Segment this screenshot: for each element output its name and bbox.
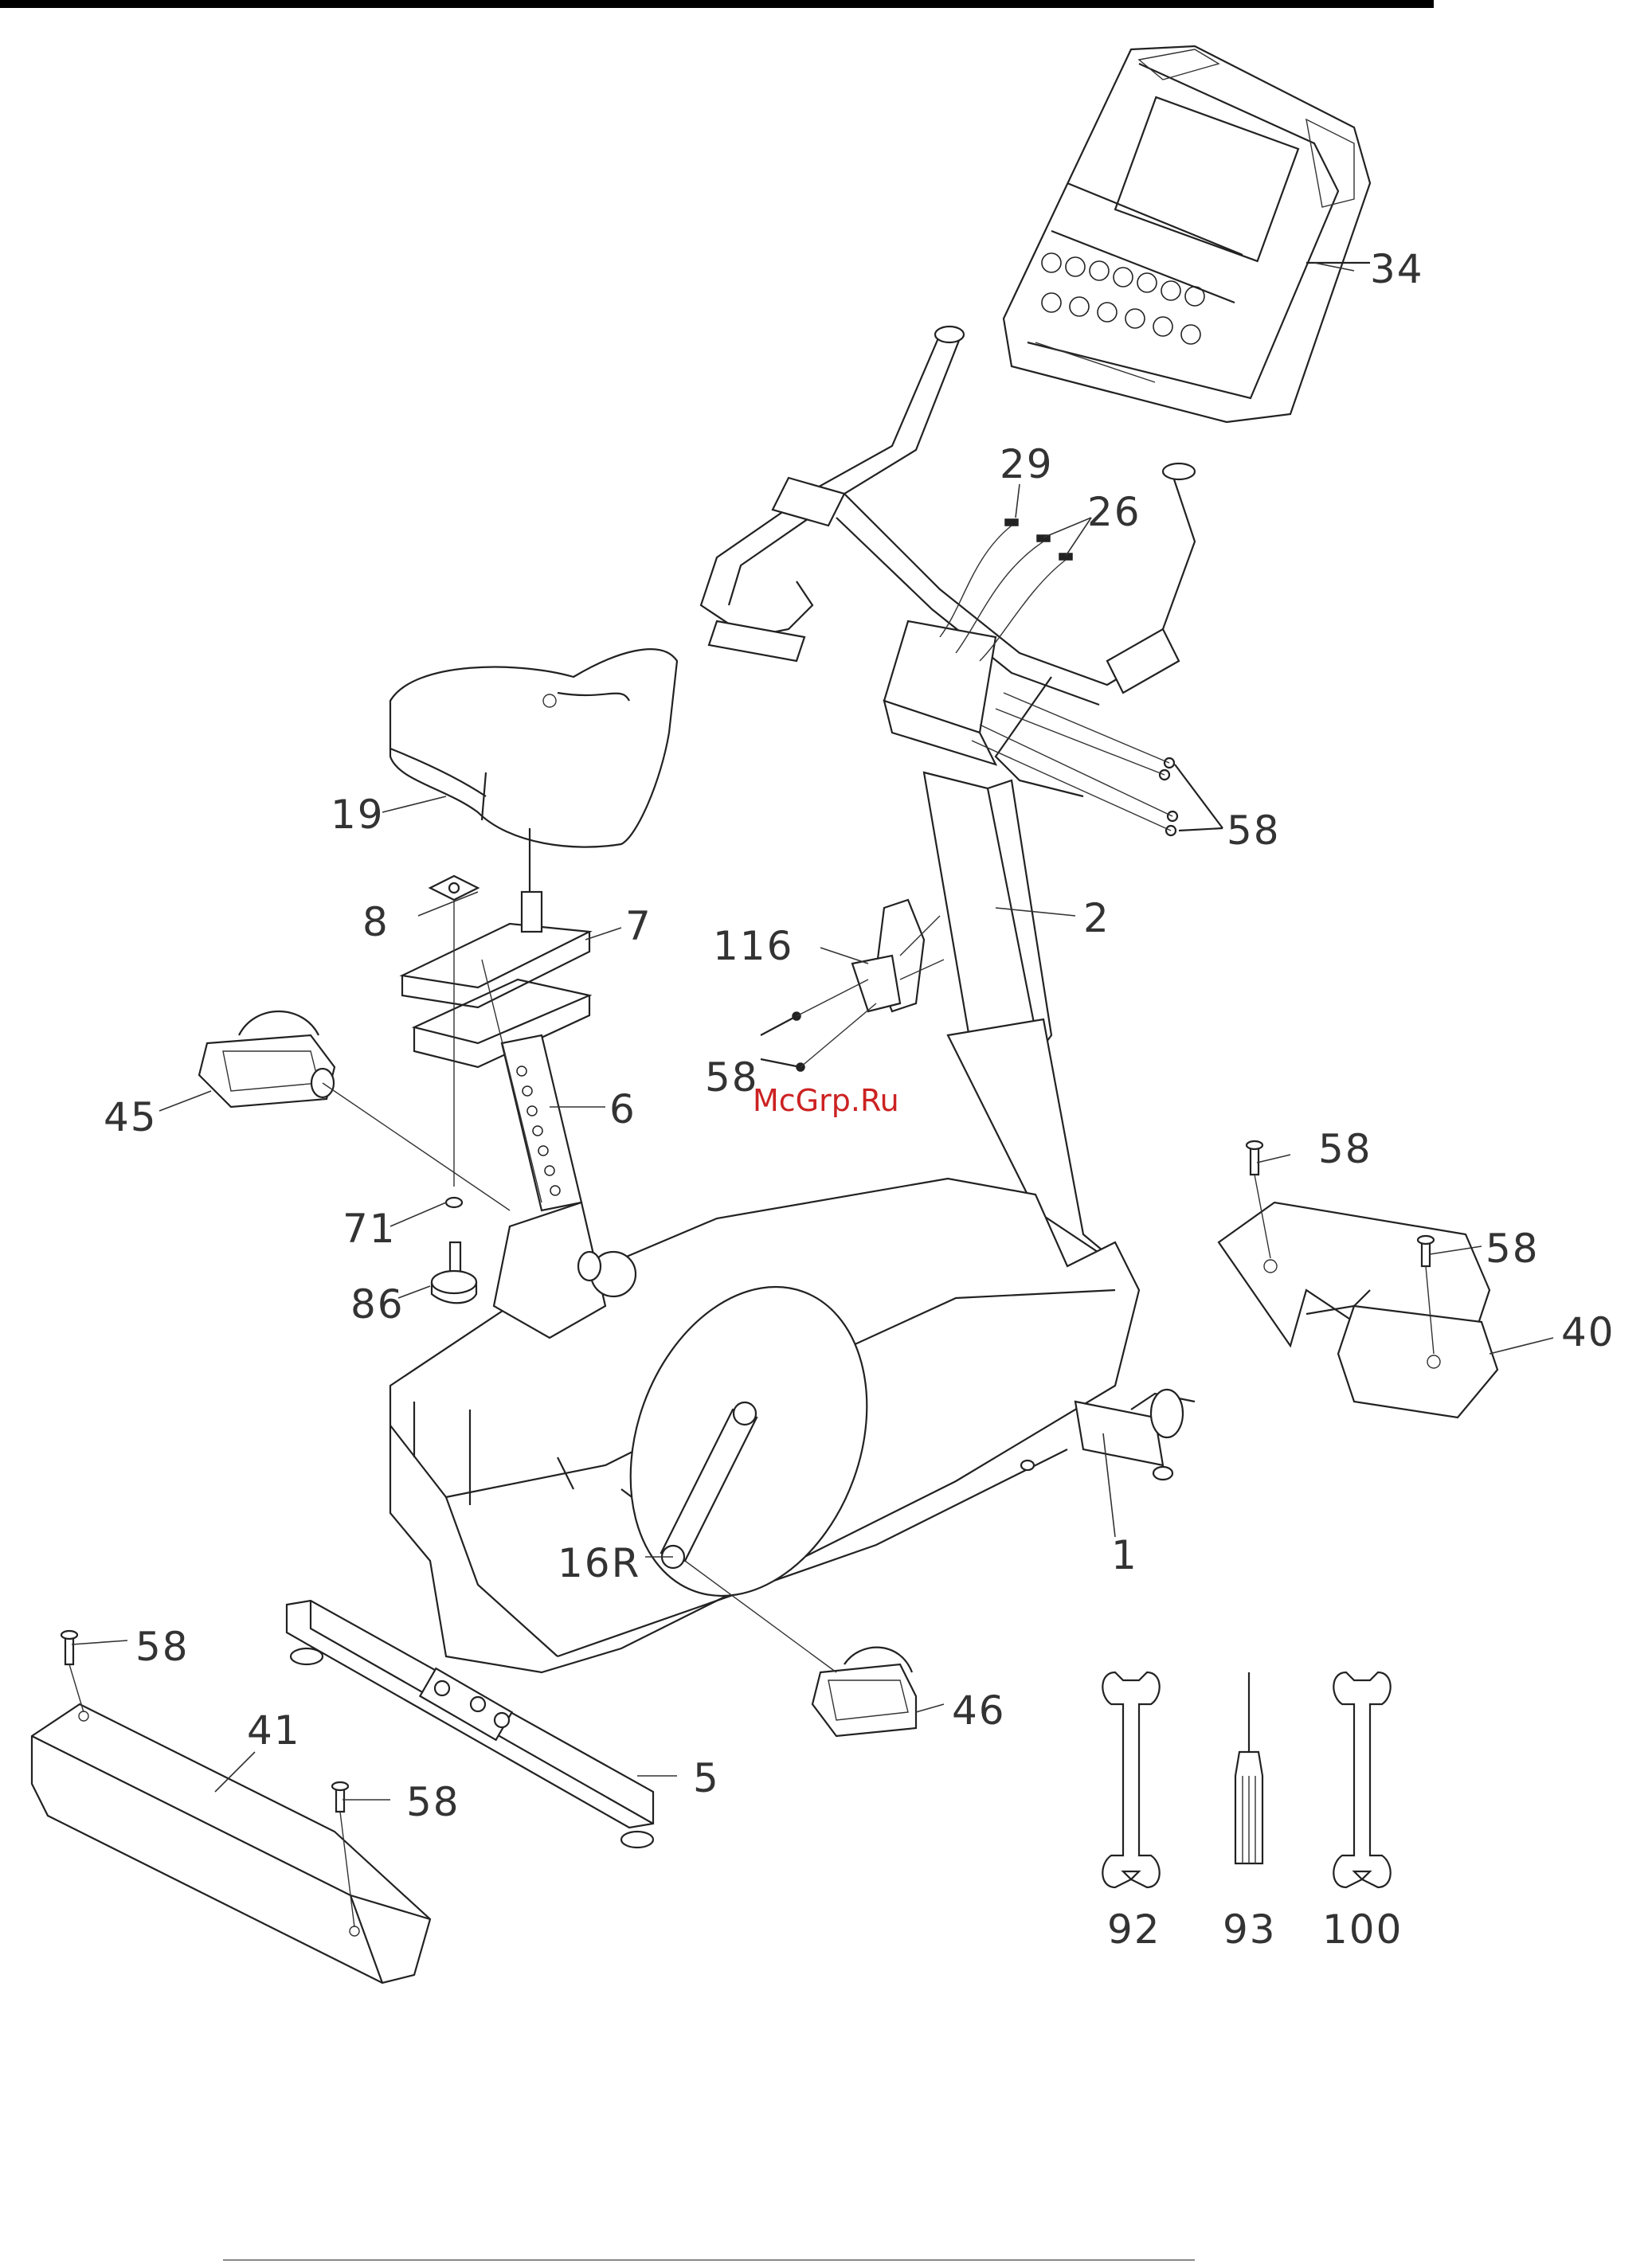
part-label-29: 29 (1000, 441, 1054, 487)
part-label-100: 100 (1322, 1906, 1403, 1953)
part-label-46: 46 (952, 1687, 1006, 1734)
part-label-8: 8 (362, 899, 389, 945)
part-label-58-rear-a: 58 (135, 1624, 190, 1670)
part-label-2: 2 (1083, 895, 1110, 941)
part-label-58-cover-a: 58 (1318, 1126, 1372, 1172)
part-label-93: 93 (1223, 1906, 1277, 1953)
part-label-58-rear-b: 58 (406, 1779, 460, 1825)
knob-86 (432, 1242, 476, 1303)
part-label-7: 7 (625, 903, 652, 949)
side-cover-40 (1219, 1141, 1497, 1418)
console-34 (1004, 46, 1370, 422)
part-label-92: 92 (1107, 1906, 1161, 1953)
part-label-34: 34 (1370, 246, 1424, 292)
rear-cover-41 (32, 1631, 430, 1983)
part-label-1: 1 (1111, 1532, 1138, 1578)
part-label-45: 45 (104, 1094, 158, 1140)
top-rule (0, 0, 1434, 8)
part-label-5: 5 (693, 1755, 720, 1801)
part-label-116: 116 (713, 923, 793, 969)
part-label-41: 41 (247, 1707, 301, 1754)
handlebar-bracket (884, 621, 996, 764)
pedal-45 (199, 1011, 510, 1210)
part-label-71: 71 (343, 1206, 397, 1252)
part-label-58-holder: 58 (705, 1054, 759, 1101)
part-label-19: 19 (331, 792, 385, 838)
screws-58-handlebar (972, 693, 1223, 835)
watermark-text: McGrp.Ru (753, 1083, 899, 1118)
wrench-100 (1333, 1672, 1390, 1887)
wrench-92 (1102, 1672, 1159, 1887)
washer-71 (446, 1198, 462, 1207)
part-label-26: 26 (1087, 489, 1141, 535)
part-label-40: 40 (1561, 1309, 1615, 1355)
screwdriver-93 (1235, 1672, 1262, 1863)
part-label-6: 6 (609, 1086, 636, 1132)
seat-19 (390, 649, 677, 900)
part-label-16R: 16R (558, 1540, 640, 1586)
seat-slider-7 (402, 892, 589, 1067)
part-label-86: 86 (350, 1281, 405, 1328)
part-label-58-cover-b: 58 (1486, 1226, 1540, 1272)
part-label-58-handlebar: 58 (1227, 807, 1281, 854)
